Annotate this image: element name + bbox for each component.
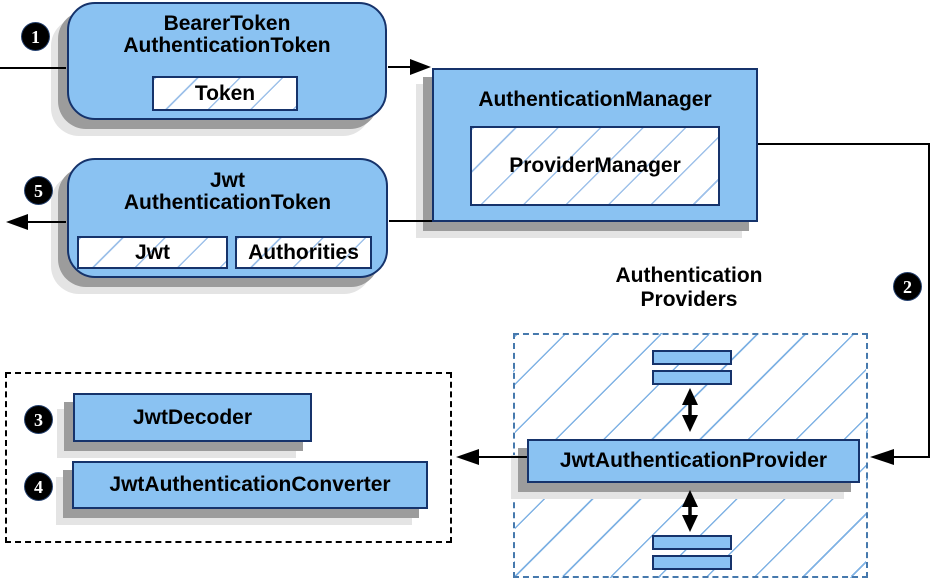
- jwt-authentication-provider-box: JwtAuthenticationProvider: [527, 439, 860, 483]
- generic-provider-bar: [652, 555, 732, 570]
- token-chip: Token: [152, 76, 298, 111]
- jwt-token-title-line1: Jwt: [209, 169, 245, 192]
- jwt-decoder-label: JwtDecoder: [132, 405, 253, 429]
- authorities-chip-label: Authorities: [248, 240, 359, 264]
- generic-provider-bar: [652, 535, 732, 550]
- jwt-token-title-line2: AuthenticationToken: [123, 191, 332, 214]
- jwt-chip: Jwt: [77, 236, 228, 269]
- bearer-token-authentication-token-box: BearerToken AuthenticationToken Token: [67, 2, 387, 120]
- jwt-authentication-token-box: Jwt AuthenticationToken Jwt Authorities: [67, 158, 388, 278]
- jwt-authentication-converter-box: JwtAuthenticationConverter: [72, 461, 428, 509]
- arrow-jwt-token-out: [6, 214, 66, 230]
- provider-manager-chip: ProviderManager: [470, 126, 720, 206]
- bearer-token-title-line1: BearerToken: [163, 12, 291, 35]
- generic-provider-bar: [652, 370, 732, 385]
- generic-provider-bar: [652, 350, 732, 365]
- arrow-bearer-to-manager: [388, 59, 431, 75]
- jwt-decoder-box: JwtDecoder: [73, 393, 312, 442]
- authentication-providers-caption: Authentication Providers: [564, 264, 814, 312]
- step-1-badge: 1: [22, 23, 49, 50]
- token-chip-label: Token: [194, 81, 256, 105]
- step-4-badge: 4: [25, 473, 52, 500]
- jwt-chip-label: Jwt: [134, 240, 170, 264]
- authentication-manager-title: AuthenticationManager: [478, 88, 712, 111]
- provider-manager-chip-label: ProviderManager: [509, 154, 681, 177]
- authentication-providers-group: JwtAuthenticationProvider: [513, 333, 868, 578]
- caption-line-1: Authentication: [615, 264, 763, 287]
- caption-line-2: Providers: [640, 288, 738, 311]
- jwt-authentication-provider-label: JwtAuthenticationProvider: [559, 449, 828, 472]
- decoder-converter-group: JwtDecoder JwtAuthenticationConverter: [5, 372, 452, 543]
- bearer-token-title-line2: AuthenticationToken: [123, 34, 331, 57]
- step-5-badge: 5: [25, 177, 52, 204]
- step-2-badge: 2: [894, 273, 921, 300]
- jwt-authentication-converter-label: JwtAuthenticationConverter: [109, 473, 391, 496]
- authorities-chip: Authorities: [235, 236, 372, 269]
- authentication-manager-box: AuthenticationManager ProviderManager: [432, 68, 758, 222]
- step-3-badge: 3: [25, 406, 52, 433]
